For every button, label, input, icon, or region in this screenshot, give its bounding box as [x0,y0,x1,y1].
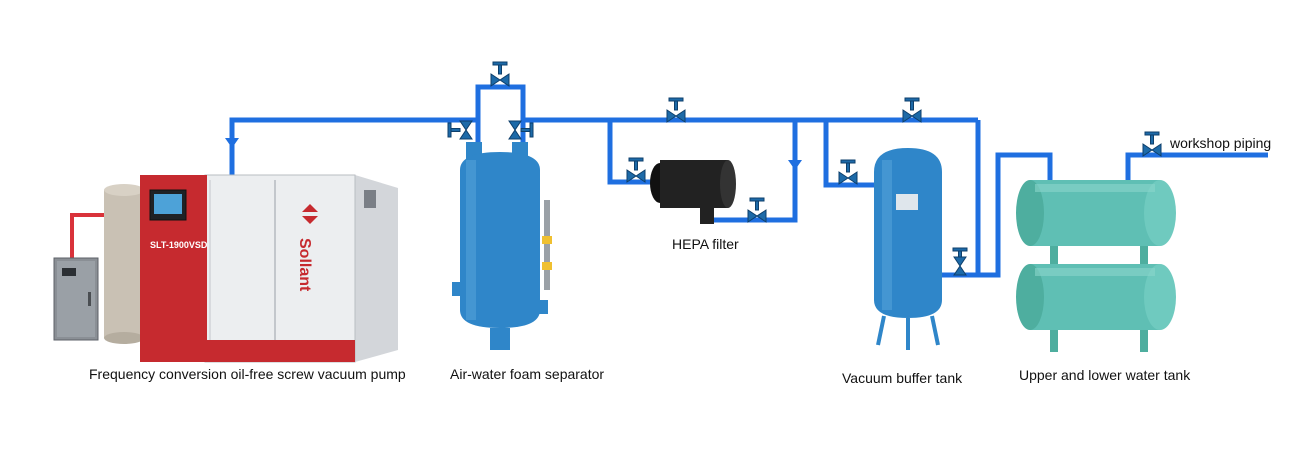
flow-arrow [225,138,239,148]
pump-brand-text: Sollant [296,238,313,292]
hepa-filter [650,160,736,224]
valve-icon [952,247,968,276]
buffer-inlet-pipe [823,120,880,188]
vacuum-buffer-tank [874,148,942,350]
valve-icon [902,97,922,123]
upper-water-tank [1016,180,1176,264]
valve-icon [447,120,473,140]
hepa-filter-label: HEPA filter [672,236,739,252]
hepa-outlet-pipe [712,120,798,223]
valve-icon [666,97,686,123]
valves [447,61,1162,276]
flow-arrow [788,160,802,170]
valve-icon [747,197,767,223]
screw-vacuum-pump: SLT-1900VSD Sollant [140,174,398,363]
water-tank-label: Upper and lower water tank [1019,367,1191,383]
valve-icon [490,61,510,87]
workshop-pipe [1125,152,1268,180]
silencer-cylinder [104,184,144,344]
valve-icon [626,157,646,183]
control-cable [70,213,108,260]
brand-logo [302,204,318,224]
separator-bypass-pipe [475,84,526,150]
buffer-tank-label: Vacuum buffer tank [842,370,963,386]
separator-label: Air-water foam separator [450,366,605,382]
piping [229,84,1268,278]
valve-icon [1142,131,1162,157]
water-tank-inlet-pipe [978,152,1053,278]
valve-icon [508,120,534,140]
hepa-inlet-pipe [607,120,660,185]
pump-outlet-pipe [229,117,462,175]
control-cabinet [53,257,99,341]
workshop-piping-label: workshop piping [1170,135,1272,151]
air-water-separator [452,142,552,350]
pump-model-text: SLT-1900VSD [150,240,208,250]
pump-label: Frequency conversion oil-free screw vacu… [89,366,406,382]
lower-water-tank [1016,264,1176,352]
valve-icon [838,159,858,185]
